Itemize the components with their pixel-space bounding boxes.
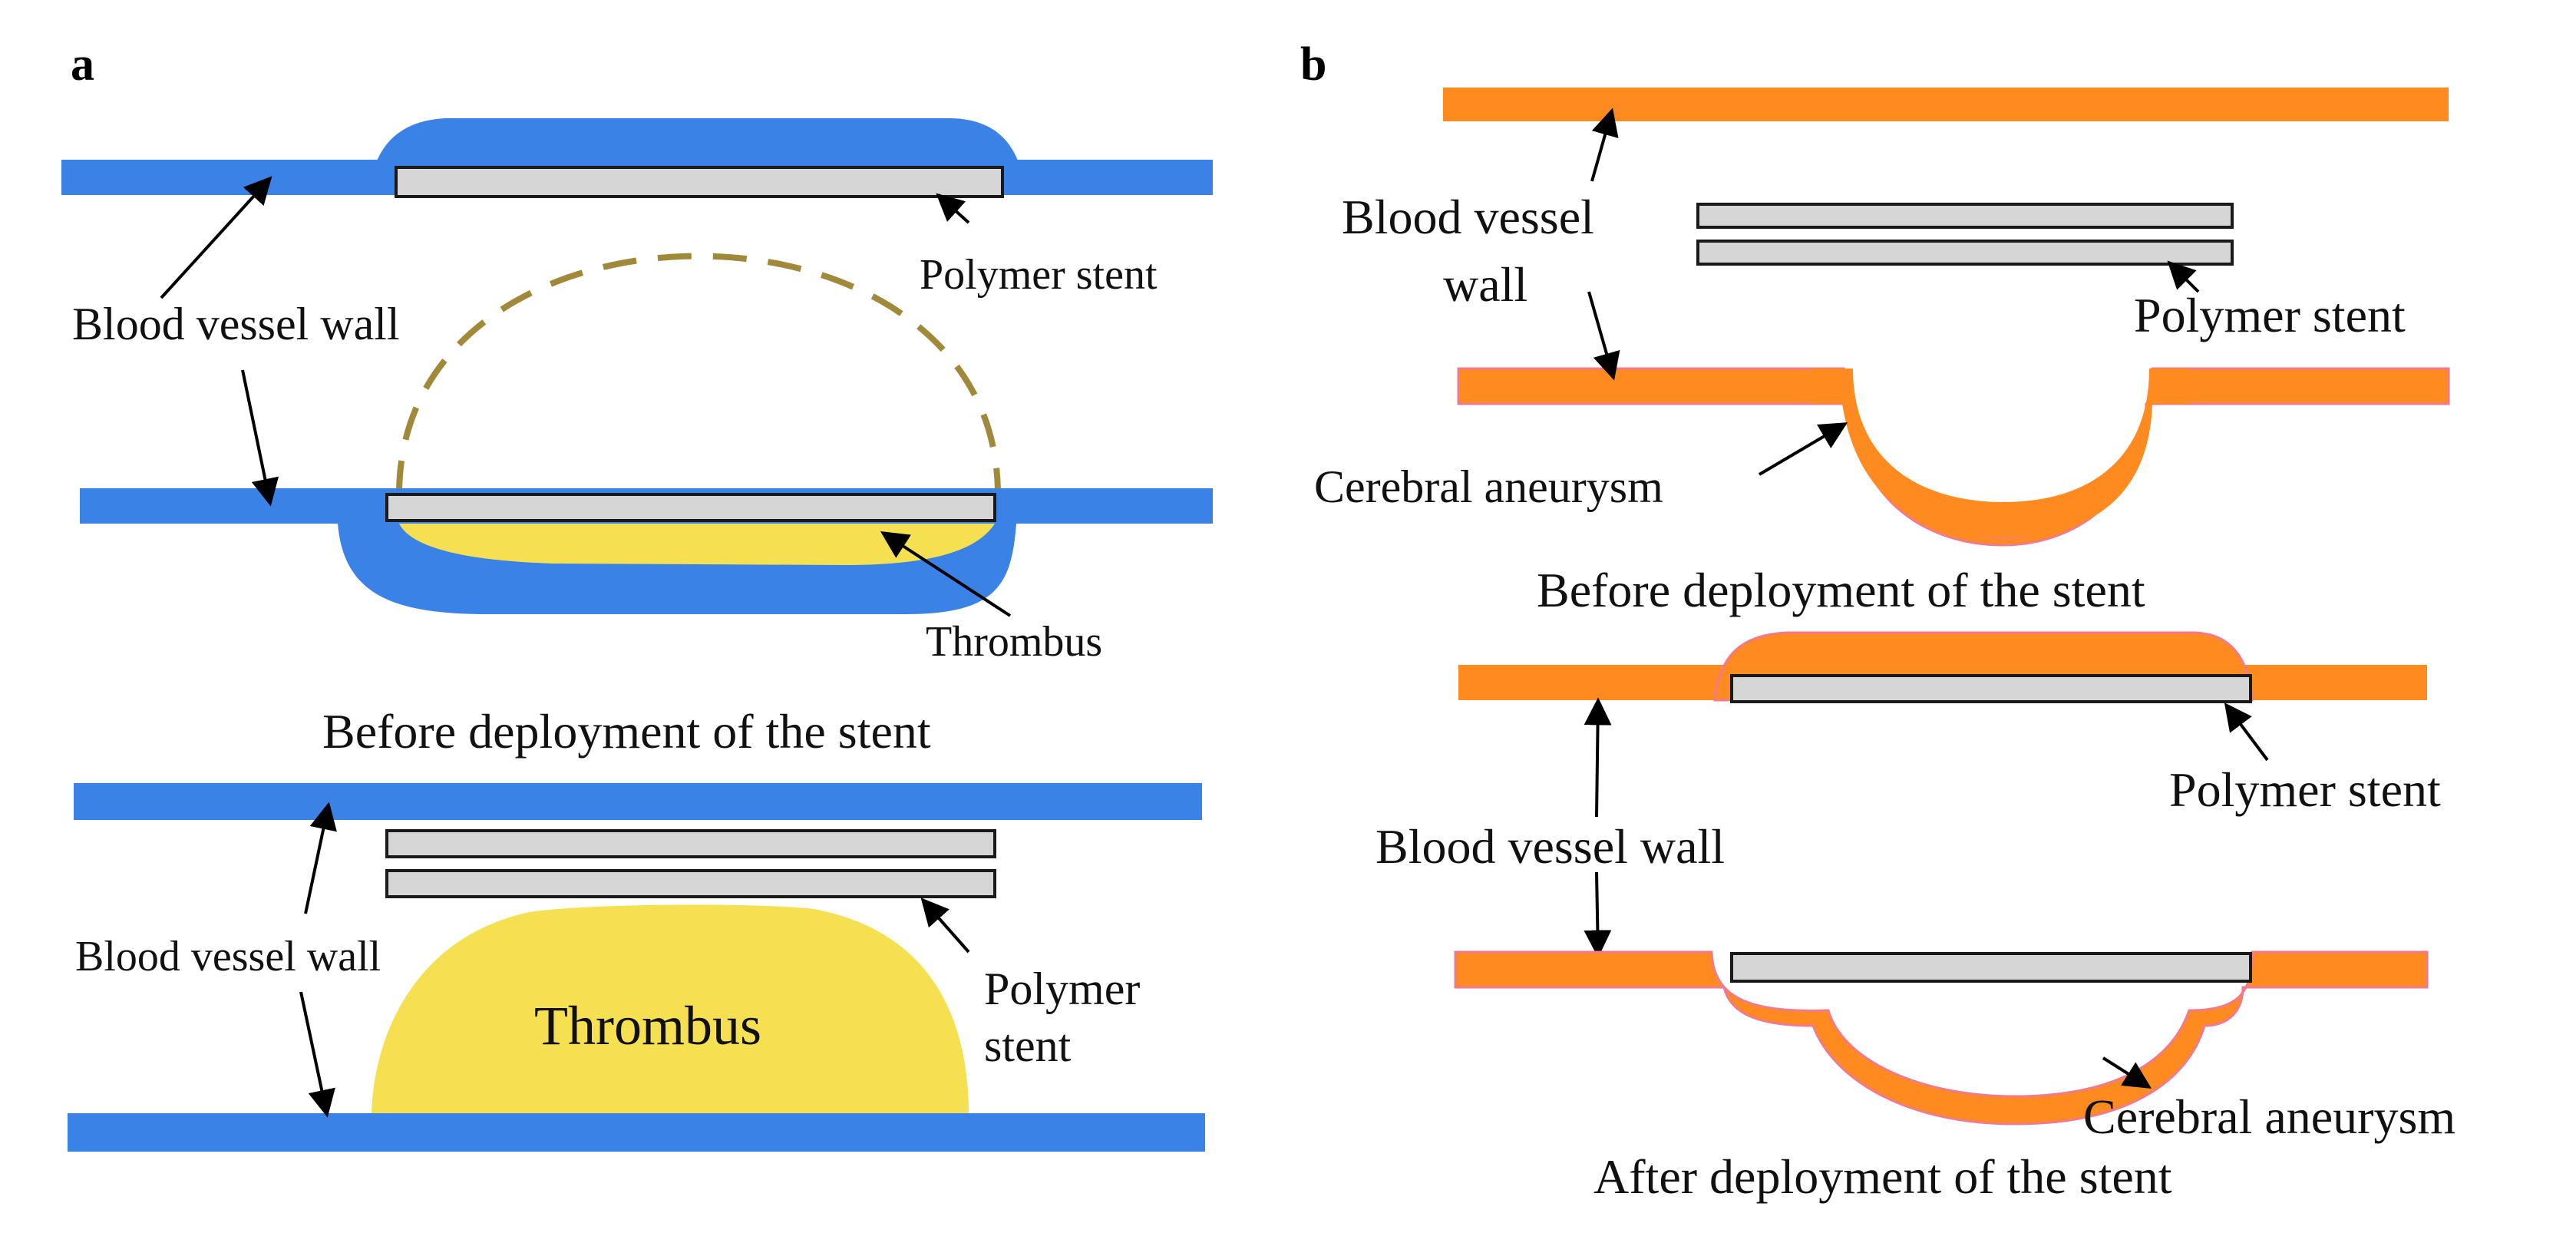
panel-b-letter: b [1300, 38, 1326, 91]
polymer-stent [1730, 952, 2252, 983]
label-blood-vessel-wall: Blood vessel wall [1376, 819, 1725, 874]
arrow-blood-vessel-wall [1587, 291, 1620, 381]
label-thrombus: Thrombus [926, 618, 1102, 666]
label-cerebral-aneurysm: Cerebral aneurysm [1314, 461, 1663, 512]
arrow-blood-vessel-wall [304, 802, 337, 914]
arrow-polymer-stent [2224, 702, 2269, 762]
thrombus-layer [399, 524, 995, 565]
arrow-blood-vessel-wall [241, 369, 279, 507]
panel-b: b Blood vessel wall Polymer stent Cerebr… [1300, 38, 2455, 1204]
dashed-outline [396, 253, 1001, 495]
label-polymer-stent: Polymer stent [2134, 288, 2406, 342]
label-polymer-stent: Polymer stent [920, 251, 1158, 299]
vessel-wall-lower-with-aneurysm [1454, 950, 2429, 1126]
arrow-thrombus [880, 531, 1012, 617]
caption-panel-a: Before deployment of the stent [322, 704, 931, 759]
label-polymer-stent: Polymer [984, 964, 1140, 1014]
label-polymer-stent: Polymer stent [2169, 762, 2441, 817]
polymer-stent [1696, 203, 2234, 229]
label-blood-vessel-wall: Blood vessel [1342, 190, 1594, 244]
arrow-blood-vessel-wall [1590, 107, 1619, 182]
vessel-wall-lower [68, 1113, 1205, 1152]
arrow-cerebral-aneurysm [1758, 422, 1848, 476]
polymer-stent [385, 869, 996, 898]
panel-b-bottom-scene: Polymer stent Blood vessel wall Cerebral… [1376, 631, 2455, 1144]
thrombus-mass [372, 904, 969, 1115]
panel-a-letter: a [71, 38, 94, 91]
panel-a-bottom-scene: Thrombus Blood vessel wall Polymer stent [68, 783, 1205, 1152]
arrow-polymer-stent [2167, 260, 2200, 293]
label-cerebral-aneurysm: Cerebral aneurysm [2083, 1089, 2455, 1144]
panel-a-top-scene: Blood vessel wall Polymer stent Thrombus [61, 118, 1213, 666]
polymer-stent [385, 829, 996, 858]
arrow-blood-vessel-wall [1584, 871, 1612, 958]
polymer-stent [395, 166, 1004, 198]
arrow-cerebral-aneurysm [2102, 1056, 2152, 1089]
arrow-blood-vessel-wall [299, 991, 335, 1118]
vessel-wall-upper [1443, 88, 2449, 121]
label-blood-vessel-wall: Blood vessel wall [75, 933, 381, 980]
panel-a: a Blood vessel wall Polymer stent Thromb… [61, 38, 1213, 1152]
label-polymer-stent: stent [984, 1020, 1072, 1071]
aneurysm-sac [1811, 369, 2189, 537]
panel-b-top-scene: Blood vessel wall Polymer stent Cerebral… [1314, 88, 2450, 547]
caption-panel-b-before: Before deployment of the stent [1537, 563, 2145, 617]
caption-panel-b-after: After deployment of the stent [1593, 1149, 2172, 1204]
arrow-polymer-stent [936, 193, 970, 224]
polymer-stent [385, 493, 996, 522]
label-thrombus: Thrombus [534, 995, 761, 1056]
label-blood-vessel-wall: Blood vessel wall [72, 299, 400, 349]
arrow-blood-vessel-wall [160, 176, 272, 299]
arrow-blood-vessel-wall [1584, 697, 1612, 818]
polymer-stent [1730, 674, 2252, 703]
label-blood-vessel-wall: wall [1443, 257, 1527, 312]
polymer-stent [1696, 240, 2234, 266]
vessel-wall-upper [74, 783, 1202, 820]
arrow-polymer-stent [920, 897, 970, 954]
